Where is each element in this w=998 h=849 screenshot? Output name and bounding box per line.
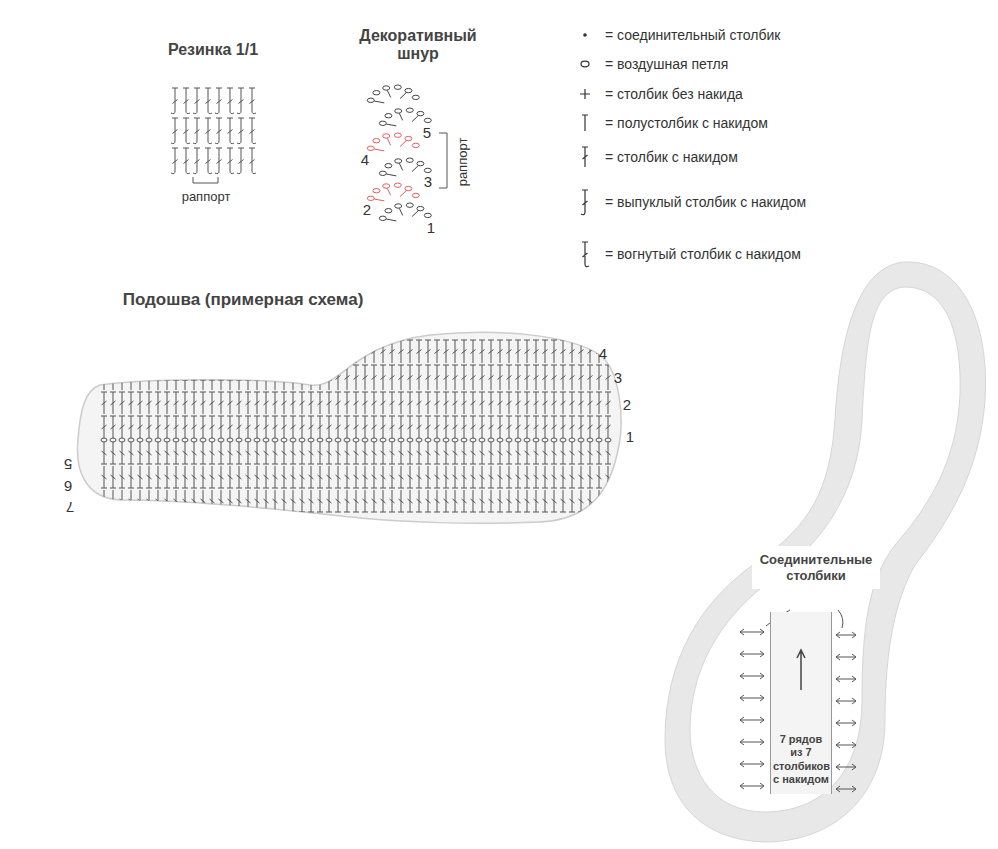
- row-number: 4: [599, 345, 607, 362]
- box-text: 7 рядов из 7 столбиков с накидом: [773, 733, 829, 786]
- sole-stitches: [101, 340, 611, 512]
- repeat-label: раппорт: [456, 138, 471, 187]
- legend-text: = столбик без накида: [605, 86, 743, 102]
- insole-inner: [690, 287, 960, 812]
- row-number: 2: [363, 201, 371, 218]
- cord-stitches: [367, 85, 431, 221]
- repeat-bracket: [439, 133, 447, 188]
- sole-chart-outline: [77, 332, 620, 523]
- row-number: 4: [361, 151, 369, 168]
- direction-arrow: [771, 642, 833, 702]
- rib-stitches: [171, 88, 256, 174]
- stitch-symbol: [367, 133, 419, 151]
- direction-arrow: [797, 650, 805, 690]
- row-number: 5: [423, 124, 431, 141]
- leader-arrow: [838, 610, 843, 628]
- legend-text: = выпуклый столбик с накидом: [605, 194, 806, 210]
- legend-text: = воздушная петля: [605, 56, 728, 72]
- row-number: 7: [66, 498, 74, 515]
- legend-text: = столбик с накидом: [605, 149, 738, 165]
- legend-symbol: [580, 61, 590, 266]
- strip-box: 7 рядов из 7 столбиков с накидом: [770, 612, 832, 794]
- legend-symbols: [580, 33, 590, 266]
- repeat-bracket: [193, 177, 218, 183]
- stitch-symbol: [171, 88, 256, 174]
- stitch-symbol: [379, 158, 431, 176]
- stitch-symbol: [367, 85, 419, 103]
- legend-text: = соединительный столбик: [605, 27, 780, 43]
- section-heading: Декоративный шнур: [343, 27, 493, 64]
- repeat-label: раппорт: [182, 190, 231, 205]
- stitch-symbol: [379, 203, 431, 221]
- row-number: 3: [424, 173, 432, 190]
- stitch-symbol: [101, 438, 611, 442]
- row-number: 3: [614, 369, 622, 386]
- section-heading: Подошва (примерная схема): [123, 290, 364, 310]
- row-number: 2: [623, 396, 631, 413]
- insole-outer: [665, 262, 986, 842]
- stitch-symbol: [379, 108, 431, 126]
- row-number: 1: [626, 428, 634, 445]
- section-heading: Резинка 1/1: [168, 41, 258, 59]
- legend-text: = полустолбик с накидом: [605, 115, 768, 131]
- row-number: 6: [64, 477, 72, 494]
- box-text: Соединительные столбики: [756, 552, 876, 583]
- legend-symbol: [583, 33, 587, 37]
- stitch-symbol: [367, 183, 419, 201]
- stitch-symbol: [101, 340, 611, 512]
- callout-box: Соединительные столбики: [752, 546, 880, 589]
- row-number: 1: [427, 219, 435, 236]
- legend-text: = вогнутый столбик с накидом: [605, 246, 801, 262]
- row-number: 5: [64, 455, 72, 472]
